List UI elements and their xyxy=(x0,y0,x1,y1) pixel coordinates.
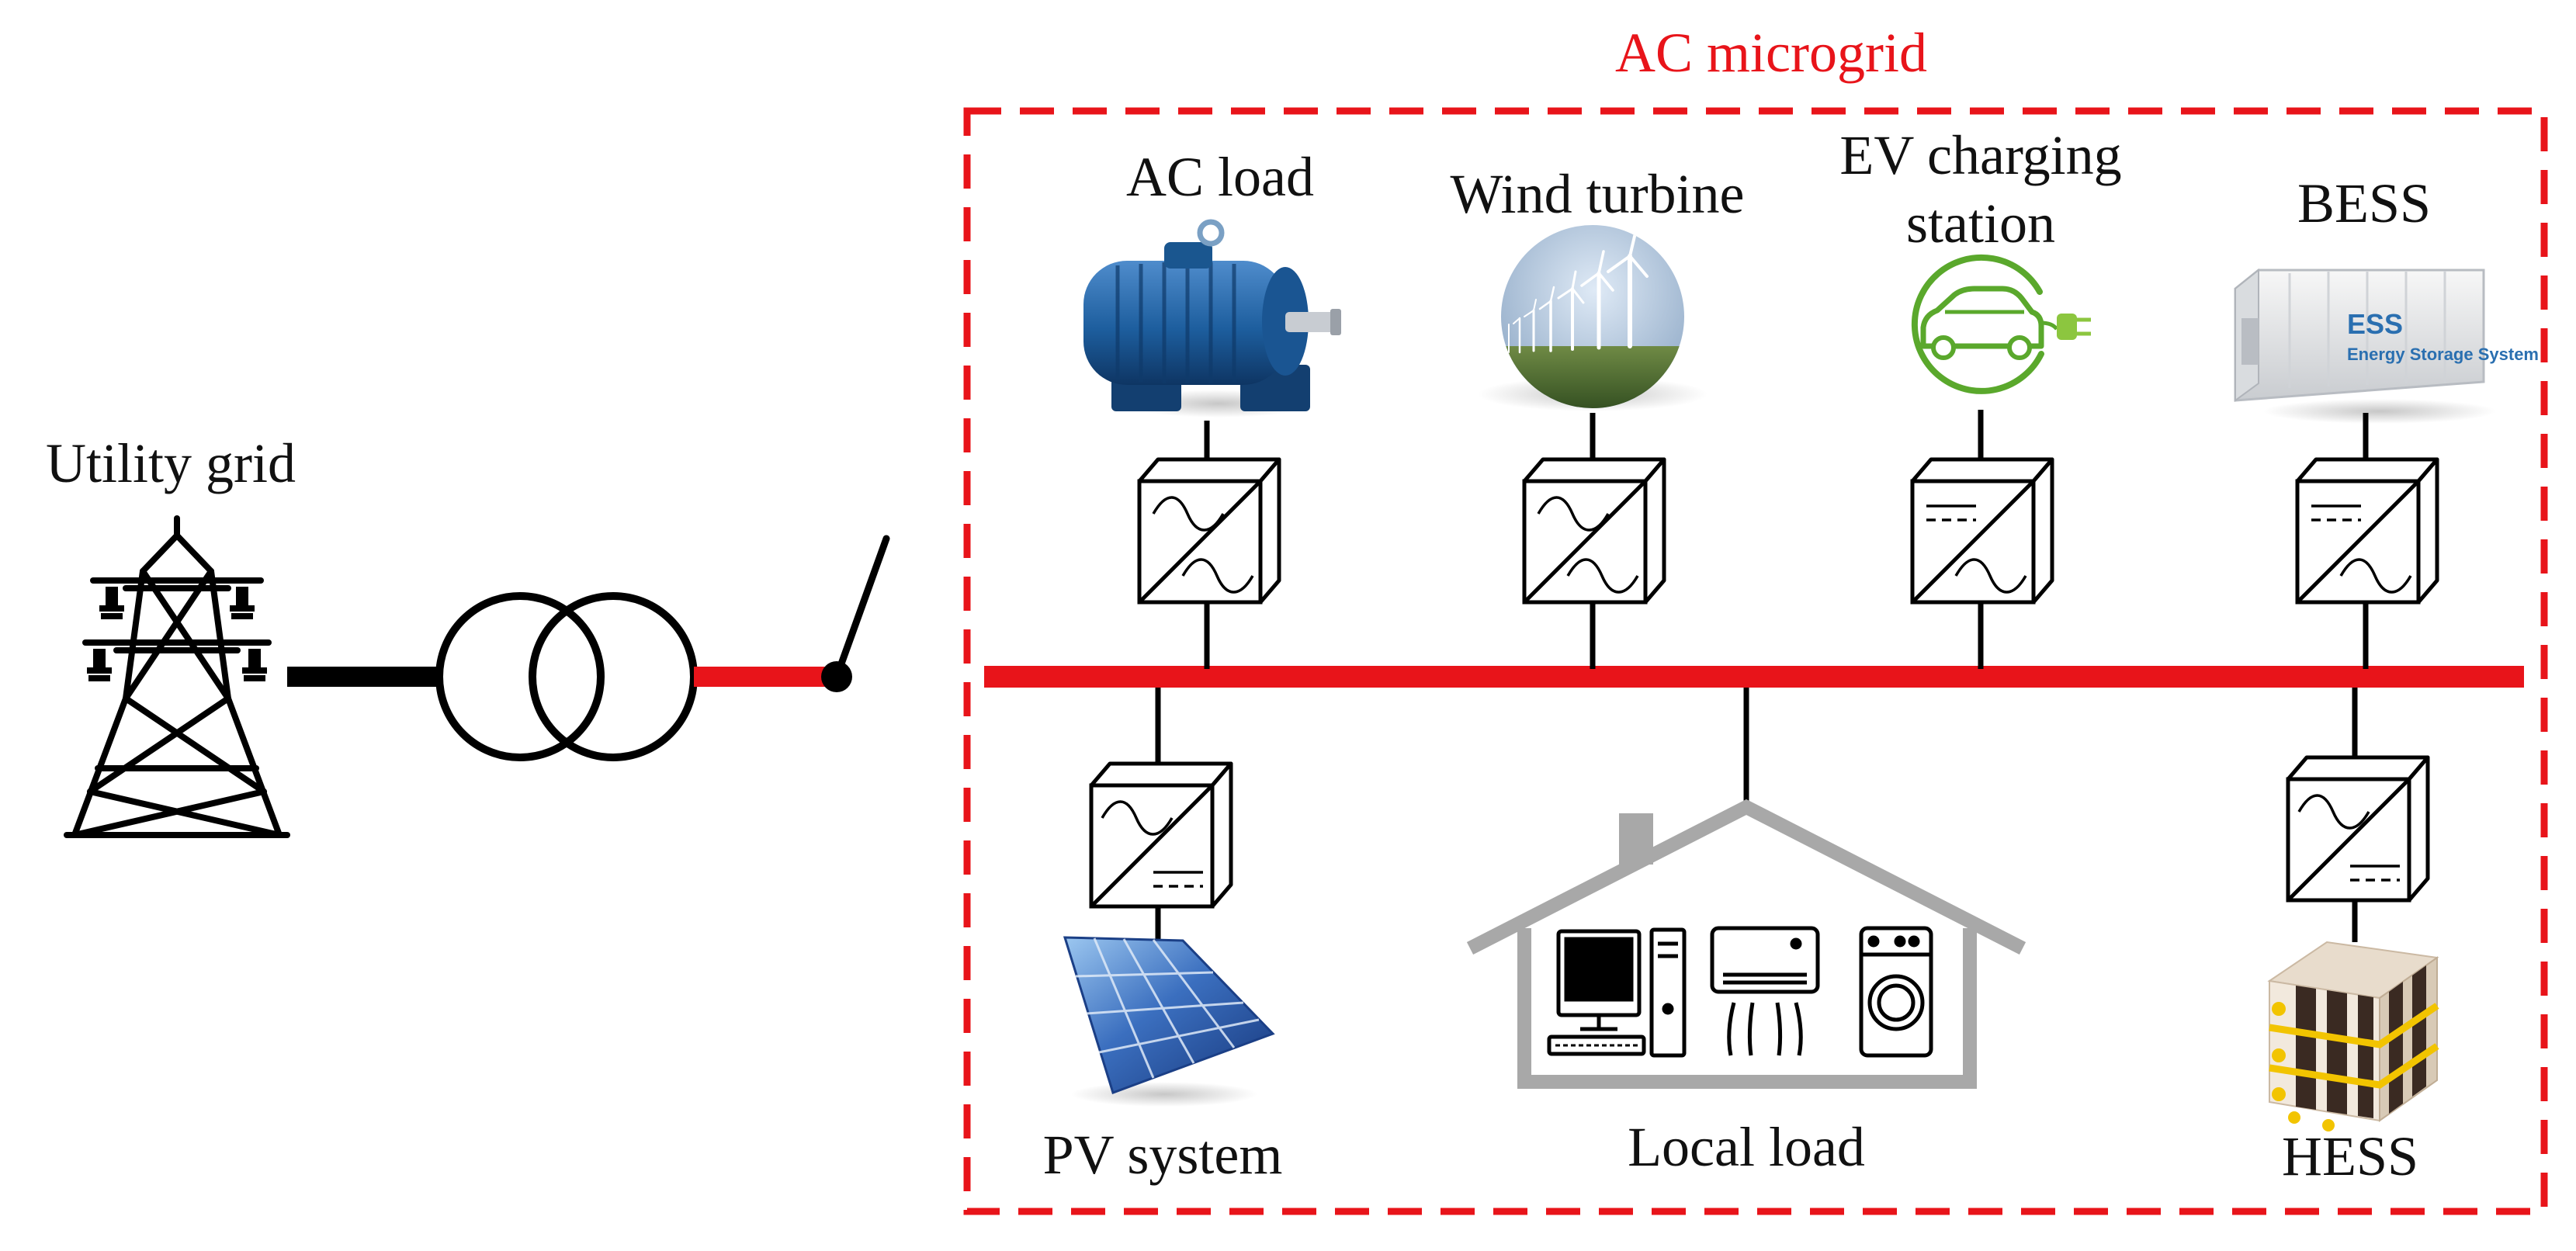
computer-icon xyxy=(1547,927,1687,1058)
ev-charging-icon xyxy=(1911,254,2091,394)
ess-brand-text: ESS xyxy=(2347,308,2403,340)
bess-label: BESS xyxy=(2297,172,2431,234)
energy-storage-container-icon: ESS Energy Storage System xyxy=(2234,268,2539,424)
wind-turbine-label: Wind turbine xyxy=(1450,163,1744,225)
local-load-label: Local load xyxy=(1628,1116,1865,1178)
hess-label: HESS xyxy=(2282,1125,2418,1187)
washing-machine-icon xyxy=(1859,926,1933,1058)
ess-caption-text: Energy Storage System xyxy=(2347,345,2539,364)
hess-converter xyxy=(2288,757,2428,900)
bess-converter xyxy=(2297,459,2437,602)
wind-turbine-icon xyxy=(1478,225,1708,411)
microgrid-title: AC microgrid xyxy=(1615,22,1927,84)
ac-load-converter xyxy=(1139,459,1279,602)
ev-charging-label-line2: station xyxy=(1906,192,2055,255)
transmission-tower-icon xyxy=(64,515,290,838)
transformer-icon xyxy=(435,592,698,761)
motor-icon xyxy=(1083,219,1341,418)
ev-charging-label-line1: EV charging xyxy=(1839,124,2121,186)
pv-system-label: PV system xyxy=(1043,1124,1283,1186)
breaker-switch-icon xyxy=(821,535,890,692)
solar-panel-icon xyxy=(1063,936,1275,1107)
ac-load-label: AC load xyxy=(1126,146,1314,208)
hydrogen-storage-icon xyxy=(2267,941,2439,1131)
air-conditioner-icon xyxy=(1710,926,1820,1056)
wind-turbine-converter xyxy=(1524,459,1664,602)
utility-grid-label: Utility grid xyxy=(46,432,296,494)
house-icon xyxy=(1466,799,2026,1089)
pv-converter xyxy=(1091,764,1231,906)
ev-charging-converter xyxy=(1912,459,2052,602)
microgrid-boundary xyxy=(963,107,2548,1215)
